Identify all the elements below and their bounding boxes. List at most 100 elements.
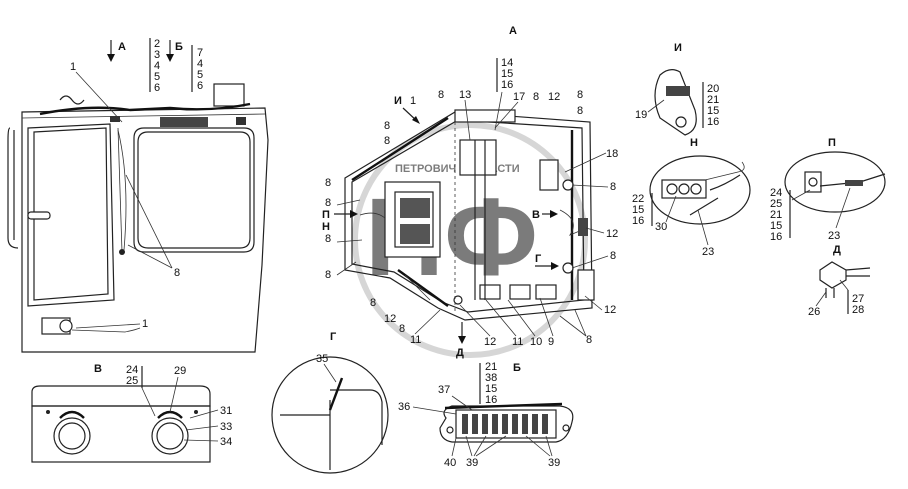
callout-main-12a: 12 (548, 91, 560, 103)
arrow-d-label: Д (456, 347, 464, 359)
detail-view-p: П 24 25 21 15 16 23 (770, 137, 886, 243)
callout-15p: 15 (770, 220, 782, 232)
callout-31: 31 (220, 405, 232, 417)
callout-16b: 16 (485, 394, 497, 406)
arrow-p-label: П (322, 209, 330, 221)
callout-21b: 21 (485, 361, 497, 373)
callout-20: 20 (707, 83, 719, 95)
callout-25v: 25 (126, 375, 138, 387)
callout-main-8o: 8 (325, 177, 331, 189)
callout-33: 33 (220, 421, 232, 433)
callout-15: 15 (501, 68, 513, 80)
callout-7: 7 (197, 47, 203, 59)
callout-16i: 16 (707, 116, 719, 128)
main-view-title: А (509, 25, 517, 37)
callout-15n: 15 (632, 204, 644, 216)
view-p-title: П (828, 137, 836, 149)
callout-15b: 15 (485, 383, 497, 395)
callout-39b: 39 (548, 457, 560, 469)
terminal-block (462, 414, 548, 434)
view-g-title: Г (330, 331, 337, 343)
detail-view-b: Б 21 38 15 16 37 36 40 39 39 (398, 361, 574, 469)
callout-main-8e: 8 (610, 181, 616, 193)
callout-16n: 16 (632, 215, 644, 227)
view-arrow-a-label: А (118, 41, 126, 53)
callout-main-8n: 8 (384, 135, 390, 147)
callout-5b: 5 (197, 69, 203, 81)
callout-main-18: 18 (606, 148, 618, 160)
callout-23n: 23 (702, 246, 714, 258)
callout-4: 4 (154, 60, 160, 72)
callout-main-8l: 8 (325, 197, 331, 209)
callout-23p: 23 (828, 230, 840, 242)
callout-2: 2 (154, 38, 160, 50)
callout-14: 14 (501, 57, 513, 69)
callout-4b: 4 (197, 58, 203, 70)
arrow-v-label: В (532, 209, 540, 221)
callout-main-13: 13 (459, 89, 471, 101)
view-n-title: Н (690, 137, 698, 149)
callout-26: 26 (808, 306, 820, 318)
callout-main-8m: 8 (384, 120, 390, 132)
callout-16: 16 (501, 79, 513, 91)
arrow-i-label: И (394, 95, 402, 107)
callout-38: 38 (485, 372, 497, 384)
callout-6: 6 (154, 82, 160, 94)
detail-view-i: И 20 21 15 16 19 (635, 42, 719, 136)
callout-main-17: 17 (513, 91, 525, 103)
callout-main-12b: 12 (606, 228, 618, 240)
callout-main-10: 10 (530, 336, 542, 348)
callout-main-8j: 8 (325, 269, 331, 281)
callout-5: 5 (154, 71, 160, 83)
callout-main-8k: 8 (325, 233, 331, 245)
main-view-a: А 14 15 16 И (322, 25, 618, 359)
callout-main-11b: 11 (410, 334, 421, 346)
view-arrow-b-label: Б (175, 41, 183, 53)
detail-view-v: В 24 25 29 31 33 34 (31, 363, 232, 463)
callout-3: 3 (154, 49, 160, 61)
callout-main-8d: 8 (577, 105, 583, 117)
callout-25p: 25 (770, 198, 782, 210)
callout-main-1: 1 (410, 95, 416, 107)
callout-39a: 39 (466, 457, 478, 469)
callout-34: 34 (220, 436, 232, 448)
callout-1-bottom: 1 (142, 318, 148, 330)
callout-main-8f: 8 (610, 250, 616, 262)
callout-24p: 24 (770, 187, 782, 199)
callout-37: 37 (438, 384, 450, 396)
callout-22: 22 (632, 193, 644, 205)
callout-main-8g: 8 (586, 334, 592, 346)
view-i-title: И (674, 42, 682, 54)
callout-main-12d: 12 (484, 336, 496, 348)
callout-36: 36 (398, 401, 410, 413)
callout-29: 29 (174, 365, 186, 377)
callout-main-8h: 8 (399, 323, 405, 335)
detail-view-g: Г 35 (271, 331, 389, 474)
callout-28: 28 (852, 304, 864, 316)
callout-main-8a: 8 (438, 89, 444, 101)
callout-main-8b: 8 (533, 91, 539, 103)
callout-16p: 16 (770, 231, 782, 243)
callout-27: 27 (852, 293, 864, 305)
view-v-title: В (94, 363, 102, 375)
view-d-title: Д (833, 244, 841, 256)
callout-main-9: 9 (548, 336, 554, 348)
callout-main-12c: 12 (604, 304, 616, 316)
callout-19: 19 (635, 109, 647, 121)
callout-main-11a: 11 (512, 336, 523, 348)
view-b-title: Б (513, 362, 521, 374)
arrow-g-label: Г (535, 253, 542, 265)
callout-21: 21 (707, 94, 719, 106)
callout-40: 40 (444, 457, 456, 469)
callout-main-12e: 12 (384, 313, 396, 325)
callout-30: 30 (655, 221, 667, 233)
callout-24v: 24 (126, 364, 138, 376)
watermark-text: ПЕТРОВИЧ ЗАПЧАСТИ (395, 163, 520, 175)
callout-6b: 6 (197, 80, 203, 92)
callout-15i: 15 (707, 105, 719, 117)
left-cab-view: А 2 3 4 5 6 Б 7 4 5 6 (7, 38, 269, 353)
callout-main-8c: 8 (577, 89, 583, 101)
detail-view-n: Н 22 15 16 30 23 (632, 137, 751, 258)
callout-main-8i: 8 (370, 297, 376, 309)
